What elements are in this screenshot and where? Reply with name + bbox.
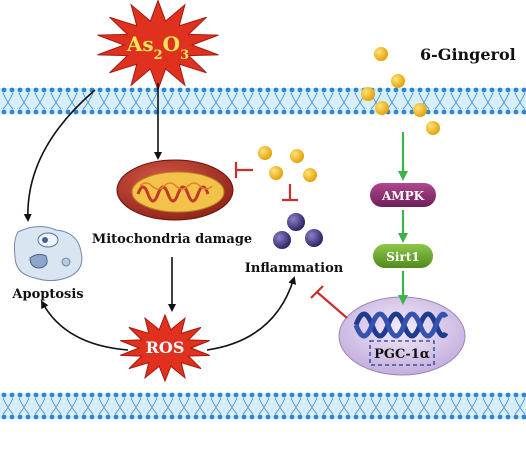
gingerol-molecules-outside [361, 47, 440, 135]
apoptotic-cell-icon [13, 226, 83, 282]
gingerol-dot [303, 168, 317, 182]
cell-membrane-bottom [0, 392, 526, 420]
gingerol-dot [426, 121, 440, 135]
ros-starburst: ROS [120, 313, 210, 383]
gingerol-label: 6-Gingerol [420, 45, 516, 64]
arrow-ros-to-inflammation [206, 276, 297, 351]
as2o3-o: O [163, 32, 180, 56]
immune-cell [287, 213, 305, 231]
cell-membrane-top [0, 87, 526, 115]
arrow-as2o3-to-apoptosis [23, 89, 96, 222]
dna-helix-icon [353, 311, 449, 339]
pgc-gene-box [369, 340, 435, 366]
svg-text:As2O3: As2O3 [126, 32, 189, 63]
inhibition-arrows [234, 162, 348, 319]
as2o3-label: As [126, 32, 154, 56]
sirt1-label: Sirt1 [386, 250, 419, 264]
mitochondria-damage-label: Mitochondria damage [92, 232, 252, 247]
gingerol-dot [391, 74, 405, 88]
gingerol-dot [269, 166, 283, 180]
nucleus: PGC-1α [338, 296, 466, 376]
gingerol-dot [375, 101, 389, 115]
apoptosis-label: Apoptosis [11, 287, 83, 302]
mitochondrion-icon [116, 159, 234, 221]
gingerol-dot [413, 103, 427, 117]
as2o3-starburst: As2O3 [97, 0, 219, 92]
immune-cell [273, 231, 291, 249]
pgc1a-label: PGC-1α [374, 347, 430, 362]
as2o3-sub3: 3 [180, 48, 189, 63]
gingerol-dot [290, 149, 304, 163]
ampk-node: AMPK [370, 183, 436, 207]
immune-cell [305, 229, 323, 247]
gingerol-dot [361, 87, 375, 101]
inflammation-label: Inflammation [245, 261, 344, 276]
ampk-label: AMPK [381, 189, 425, 203]
gingerol-dot [258, 146, 272, 160]
arrow-ros-to-apoptosis [41, 300, 129, 351]
activation-arrows [23, 83, 297, 351]
inhibit-pgc-inflammation [316, 291, 348, 319]
sirt1-node: Sirt1 [373, 244, 433, 268]
gingerol-dot [374, 47, 388, 61]
ros-label: ROS [146, 338, 185, 357]
as2o3-sub2: 2 [154, 48, 163, 63]
gingerol-molecules-inside [258, 146, 317, 182]
inflammatory-cells-icon [273, 213, 323, 249]
